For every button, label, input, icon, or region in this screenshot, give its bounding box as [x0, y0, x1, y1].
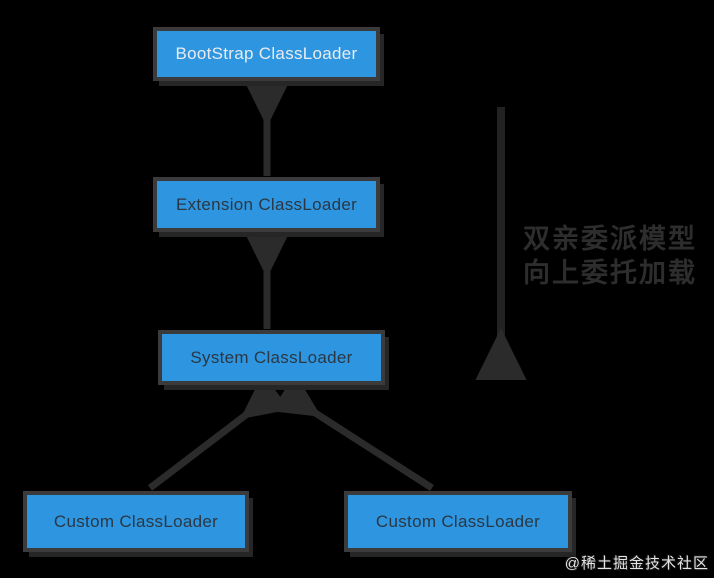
- node-label: BootStrap ClassLoader: [175, 44, 358, 63]
- connector-custom-left-to-system: [147, 373, 290, 491]
- node-extension-classloader: Extension ClassLoader: [153, 177, 380, 232]
- delegation-annotation: 双亲委派模型 向上委托加载: [523, 222, 703, 290]
- node-custom-classloader-right: Custom ClassLoader: [344, 491, 572, 552]
- node-label: Custom ClassLoader: [375, 511, 541, 531]
- delegation-annotation-line2: 向上委托加载: [523, 258, 697, 288]
- node-label: System ClassLoader: [190, 347, 353, 367]
- connector-custom-right-to-system: [271, 373, 434, 491]
- node-system-classloader: System ClassLoader: [158, 330, 385, 385]
- node-custom-classloader-left: Custom ClassLoader: [23, 491, 249, 552]
- node-label: Custom ClassLoader: [53, 511, 219, 531]
- delegation-annotation-line1: 双亲委派模型: [523, 224, 697, 254]
- node-bootstrap-classloader: BootStrap ClassLoader: [153, 27, 380, 81]
- node-label: Extension ClassLoader: [175, 194, 358, 214]
- watermark: @稀土掘金技术社区: [564, 555, 709, 572]
